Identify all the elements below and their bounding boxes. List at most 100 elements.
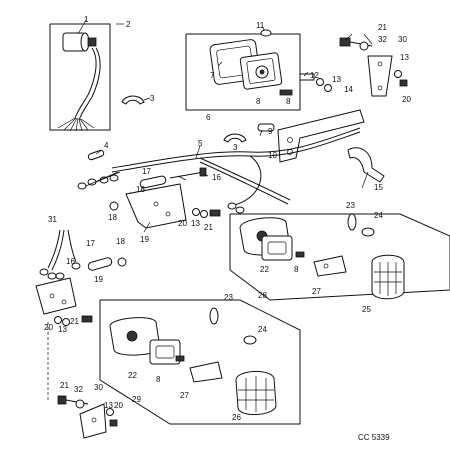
lead-wires <box>57 117 95 132</box>
connector-assembly <box>49 23 145 132</box>
wiring-harness <box>77 127 361 207</box>
callout-20: 20 <box>178 219 187 228</box>
bracket-plate <box>35 277 77 315</box>
callout-1: 1 <box>84 15 89 24</box>
callout-20c: 20 <box>402 95 411 104</box>
bracket-arm <box>277 109 365 163</box>
callout-25: 25 <box>362 305 371 314</box>
callout-14: 14 <box>344 85 353 94</box>
callout-10: 10 <box>268 151 277 160</box>
callout-23: 23 <box>346 201 355 210</box>
lower-left-bracket <box>57 395 118 439</box>
nut <box>324 84 332 92</box>
pin <box>257 123 275 132</box>
callout-29: 29 <box>132 395 141 404</box>
callout-17b: 17 <box>86 239 95 248</box>
bulb-holder <box>189 361 223 383</box>
callout-27: 27 <box>312 287 321 296</box>
cable-clip <box>121 95 145 105</box>
callout-4: 4 <box>104 141 109 150</box>
callout-8c: 8 <box>294 265 299 274</box>
callout-13b: 13 <box>191 219 200 228</box>
lamp-unit-frame <box>229 213 450 301</box>
washer <box>75 399 85 409</box>
bolt <box>57 395 67 405</box>
cable-clamp <box>347 147 385 183</box>
callout-26: 26 <box>232 413 241 422</box>
washer <box>316 78 324 86</box>
callout-27b: 27 <box>180 391 189 400</box>
screw <box>279 89 293 96</box>
callout-20d: 20 <box>114 401 123 410</box>
catalog-code: CC 5339 <box>358 433 390 442</box>
mounting-plate <box>367 55 393 97</box>
screw <box>295 251 305 258</box>
callout-12: 12 <box>310 71 319 80</box>
left-lower-assembly <box>35 229 127 400</box>
harness-branch <box>199 157 291 201</box>
callout-21d: 21 <box>60 381 69 390</box>
callout-28: 28 <box>258 291 267 300</box>
right-bracket <box>339 37 408 97</box>
callout-6: 6 <box>206 113 211 122</box>
lamp-unit-29 <box>99 299 301 425</box>
lamp-unit-frame <box>99 299 301 425</box>
callout-labels: 1 2 3 3 4 5 6 7 8 9 10 11 12 13 14 15 16… <box>44 15 411 442</box>
screw <box>175 355 185 362</box>
callout-13e: 13 <box>104 401 113 410</box>
callout-23b: 23 <box>224 293 233 302</box>
callout-3: 3 <box>150 94 155 103</box>
bulb <box>260 29 272 37</box>
sleeve <box>87 149 105 161</box>
callout-17: 17 <box>142 167 151 176</box>
callout-31: 31 <box>48 215 57 224</box>
nut <box>109 419 118 427</box>
callout-9: 9 <box>268 127 273 136</box>
callout-19: 19 <box>140 235 149 244</box>
callout-16b: 16 <box>66 257 75 266</box>
callout-8d: 8 <box>156 375 161 384</box>
callout-19b: 19 <box>94 275 103 284</box>
cable-clip <box>223 133 247 143</box>
small-lens <box>243 335 257 345</box>
bulb <box>209 307 219 325</box>
screw <box>209 209 221 217</box>
callout-13d: 13 <box>400 53 409 62</box>
connector-cable <box>74 47 97 119</box>
callout-13: 13 <box>332 75 341 84</box>
callout-24b: 24 <box>258 325 267 334</box>
callout-7: 7 <box>210 71 215 80</box>
nut <box>109 201 119 211</box>
callout-20b: 20 <box>44 323 53 332</box>
callout-18: 18 <box>136 185 145 194</box>
callout-18c: 18 <box>116 237 125 246</box>
nut <box>117 257 127 267</box>
callout-32: 32 <box>378 35 387 44</box>
lamp-unit-28 <box>229 213 450 301</box>
bulb-holder <box>313 255 347 277</box>
spacer-tube <box>139 175 167 189</box>
callout-18b: 18 <box>108 213 117 222</box>
callout-24: 24 <box>374 211 383 220</box>
callout-16: 16 <box>212 173 221 182</box>
ring-terminals <box>77 171 121 190</box>
leader-lines <box>77 19 373 233</box>
callout-5: 5 <box>198 139 203 148</box>
callout-3b: 3 <box>233 143 238 152</box>
bolt-16 <box>169 171 205 179</box>
center-bracket <box>223 109 385 183</box>
upper-lamp-housing <box>185 29 332 111</box>
callout-21: 21 <box>204 223 213 232</box>
harness-main <box>111 127 361 169</box>
callout-30b: 30 <box>94 383 103 392</box>
connector-frame <box>49 23 111 131</box>
washer <box>359 41 369 51</box>
bolt <box>339 37 351 47</box>
callout-8: 8 <box>256 97 261 106</box>
lead-left <box>47 229 61 269</box>
middle-bracket <box>109 167 245 229</box>
callout-21c: 21 <box>378 23 387 32</box>
screw <box>81 315 93 323</box>
